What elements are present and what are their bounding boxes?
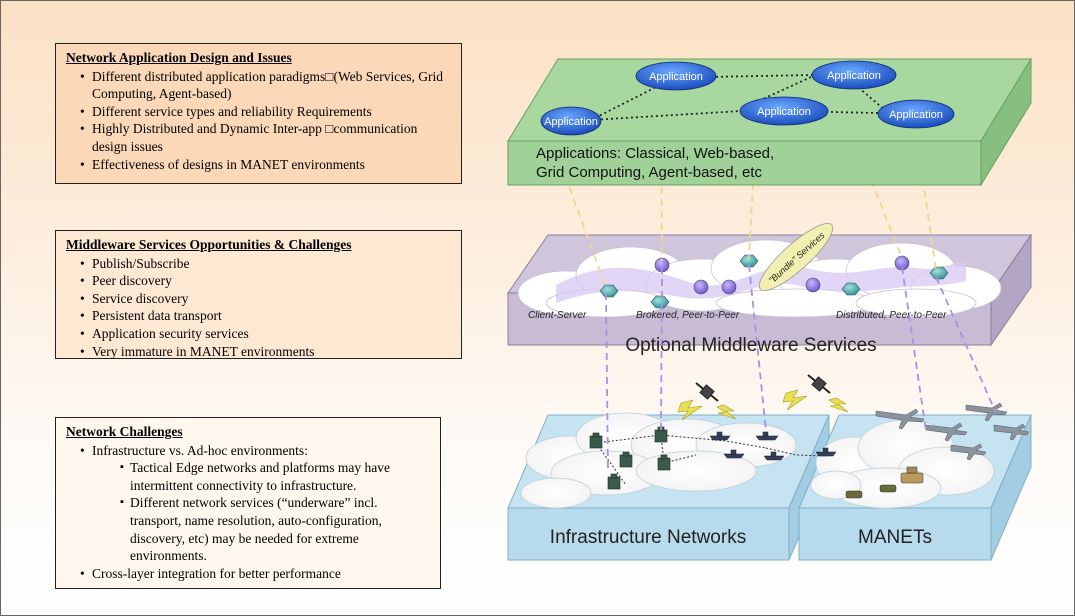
ship-icons	[709, 431, 837, 461]
applications-label-line1: Applications: Classical, Web-based,	[536, 145, 774, 162]
teal-node	[929, 266, 949, 280]
list-item: Persistent data transport	[80, 307, 451, 325]
purple-node	[721, 279, 737, 295]
middleware-list: Publish/Subscribe Peer discovery Service…	[66, 255, 451, 361]
brokered-label: Brokered, Peer-to-Peer	[636, 310, 740, 321]
wireless-link-icons	[677, 389, 849, 421]
list-item: Very immature in MANET environments	[80, 343, 451, 361]
teal-node	[841, 282, 861, 296]
network-layer: Infrastructure Networks MANETs	[507, 374, 1032, 561]
app-node-label: Application	[544, 116, 598, 128]
list-item: Different service types and reliability …	[80, 103, 451, 121]
distributed-label: Distributed, Peer-to-Peer	[836, 310, 947, 321]
teal-node	[739, 254, 759, 268]
manets-label: MANETs	[858, 527, 932, 548]
teal-node	[650, 295, 670, 309]
app-design-list: Different distributed application paradi…	[66, 68, 451, 174]
app-node: Application	[540, 106, 602, 136]
list-item: Peer discovery	[80, 272, 451, 290]
purple-node	[805, 277, 821, 293]
sub-list-item: Tactical Edge networks and platforms may…	[120, 459, 430, 494]
satellite-icons	[695, 374, 831, 402]
vehicle-icons	[845, 466, 924, 499]
optional-middleware-label: Optional Middleware Services	[625, 335, 876, 356]
app-node-label: Application	[649, 71, 703, 83]
sub-list-item: Different network services (“underware” …	[120, 494, 430, 564]
infra-networks-label: Infrastructure Networks	[550, 527, 746, 548]
applications-label-line2: Grid Computing, Agent-based, etc	[536, 164, 762, 181]
application-layer: Application Application Application Appl…	[507, 57, 1032, 187]
list-item: Application security services	[80, 325, 451, 343]
app-node-label: Application	[889, 109, 943, 121]
app-node-label: Application	[757, 106, 811, 118]
middleware-title: Middleware Services Opportunities & Chal…	[66, 237, 352, 252]
architecture-diagram: Infrastructure Networks MANETs	[507, 57, 1032, 561]
purple-node	[693, 279, 709, 295]
network-challenges-list: Infrastructure vs. Ad-hoc environments: …	[66, 442, 430, 583]
list-item: Infrastructure vs. Ad-hoc environments: …	[80, 442, 430, 565]
app-node-label: Application	[827, 70, 881, 82]
app-node: Application	[739, 96, 829, 126]
middleware-nodes	[599, 254, 949, 309]
teal-node	[599, 284, 619, 298]
list-item: Publish/Subscribe	[80, 255, 451, 273]
network-challenges-title: Network Challenges	[66, 424, 183, 439]
app-node: Application	[877, 99, 955, 129]
app-node: Application	[811, 60, 897, 90]
app-node: Application	[635, 61, 717, 91]
building-icons	[589, 426, 671, 490]
list-item: Highly Distributed and Dynamic Inter-app…	[80, 120, 451, 155]
sub-list: Tactical Edge networks and platforms may…	[92, 459, 430, 565]
app-design-title: Network Application Design and Issues	[66, 50, 292, 65]
network-challenges-box: Network Challenges Infrastructure vs. Ad…	[55, 417, 441, 589]
middleware-layer: "Bundle" Services Client-Server Brokered…	[507, 223, 1032, 356]
client-server-label: Client-Server	[528, 310, 587, 321]
list-item: Cross-layer integration for better perfo…	[80, 565, 430, 583]
middleware-box: Middleware Services Opportunities & Chal…	[55, 230, 462, 361]
list-item: Effectiveness of designs in MANET enviro…	[80, 156, 451, 174]
list-item: Different distributed application paradi…	[80, 68, 451, 103]
app-design-box: Network Application Design and Issues Di…	[55, 43, 462, 184]
list-item: Service discovery	[80, 290, 451, 308]
aircraft-icons	[875, 402, 1030, 461]
